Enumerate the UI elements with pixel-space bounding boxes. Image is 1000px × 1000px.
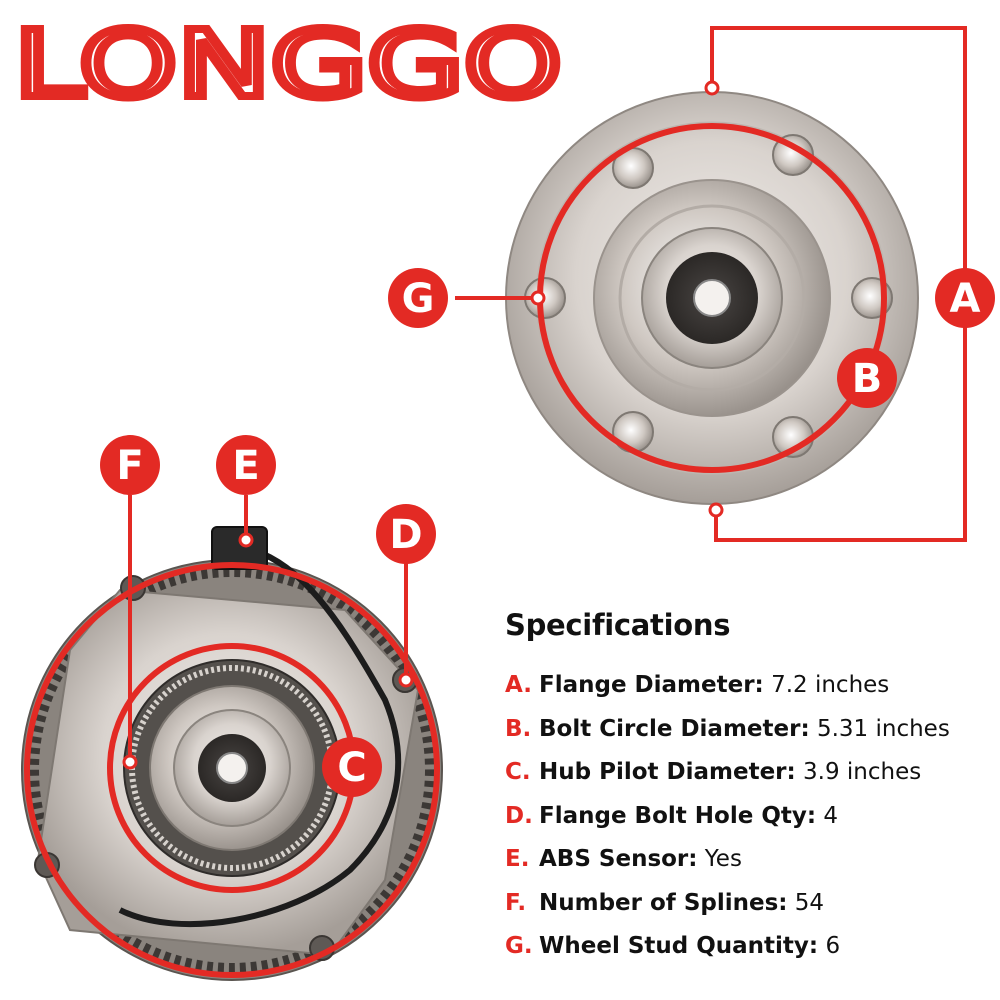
spec-name: Hub Pilot Diameter: [539, 759, 796, 785]
bottom-hub [21, 495, 443, 981]
callout-C: C [322, 737, 382, 797]
spec-name: Wheel Stud Quantity: [539, 933, 819, 959]
spec-row: G.Wheel Stud Quantity: 6 [505, 925, 995, 969]
abs-sensor-wire [118, 545, 402, 928]
spec-value: 54 [794, 889, 825, 916]
bottom-bearing [198, 734, 266, 802]
flange-bolt-holes [34, 575, 418, 961]
callout-C-label: C [337, 745, 366, 791]
spec-value: 5.31 inches [816, 715, 950, 742]
callout-B: B [837, 348, 897, 408]
callout-G-label: G [402, 276, 435, 322]
callout-E: E [216, 435, 276, 495]
logo-svg: LONGGO [10, 7, 566, 122]
spec-row: E. ABS Sensor: Yes [505, 838, 995, 882]
callout-A-label: A [950, 276, 981, 322]
bolt-circle-ring [537, 123, 887, 473]
spec-row: A. Flange Diameter: 7.2 inches [505, 664, 995, 708]
callout-B-label: B [852, 356, 883, 402]
spec-letter: C. [505, 759, 531, 785]
spec-letter: F. [505, 889, 527, 916]
wheel-studs [524, 134, 893, 458]
spec-name: Number of Splines: [539, 889, 788, 916]
logo-text: LONGGO [14, 20, 562, 110]
top-hub-face [593, 179, 831, 417]
spec-value: 4 [823, 802, 839, 829]
spec-name: Bolt Circle Diameter: [539, 715, 810, 742]
specifications-title: Specifications [505, 608, 731, 642]
spec-row: D.Flange Bolt Hole Qty: 4 [505, 795, 995, 839]
brand-logo: LONGGO [10, 7, 574, 122]
callout-F-label: F [116, 443, 143, 489]
flange-outline-ring [24, 562, 440, 978]
callout-D-label: D [389, 512, 422, 558]
spec-value: 3.9 inches [803, 759, 922, 785]
spec-row: B. Bolt Circle Diameter: 5.31 inches [505, 708, 995, 752]
abs-sensor-connector [211, 526, 268, 570]
spec-name: Flange Bolt Hole Qty: [539, 802, 817, 829]
leader-A [710, 26, 967, 542]
callout-A: A [935, 268, 995, 328]
callout-D: D [376, 504, 436, 564]
top-bearing [666, 252, 758, 344]
spec-value: Yes [704, 846, 742, 872]
spec-letter: B. [505, 715, 532, 742]
spec-letter: E. [505, 846, 530, 872]
callout-G: G [388, 268, 448, 328]
bottom-backing-plate [21, 559, 443, 981]
spec-letter: G. [505, 933, 533, 959]
bottom-flange [36, 588, 420, 957]
callout-F: F [100, 435, 160, 495]
spec-letter: D. [505, 802, 533, 829]
hub-pilot-ring [107, 643, 357, 893]
top-flange [505, 91, 919, 505]
abs-tone-ring [123, 659, 341, 877]
specifications-panel: Specifications A. Flange Diameter: 7.2 in… [505, 608, 995, 969]
spec-value: 6 [825, 933, 841, 959]
spec-name: Flange Diameter: [539, 672, 764, 698]
callout-E-label: E [232, 443, 259, 489]
spec-name: ABS Sensor: [539, 846, 698, 872]
spec-value: 7.2 inches [771, 672, 890, 698]
spec-letter: A. [505, 672, 532, 698]
spec-row: F. Number of Splines: 54 [505, 882, 995, 926]
spec-row: C. Hub Pilot Diameter: 3.9 inches [505, 751, 995, 795]
